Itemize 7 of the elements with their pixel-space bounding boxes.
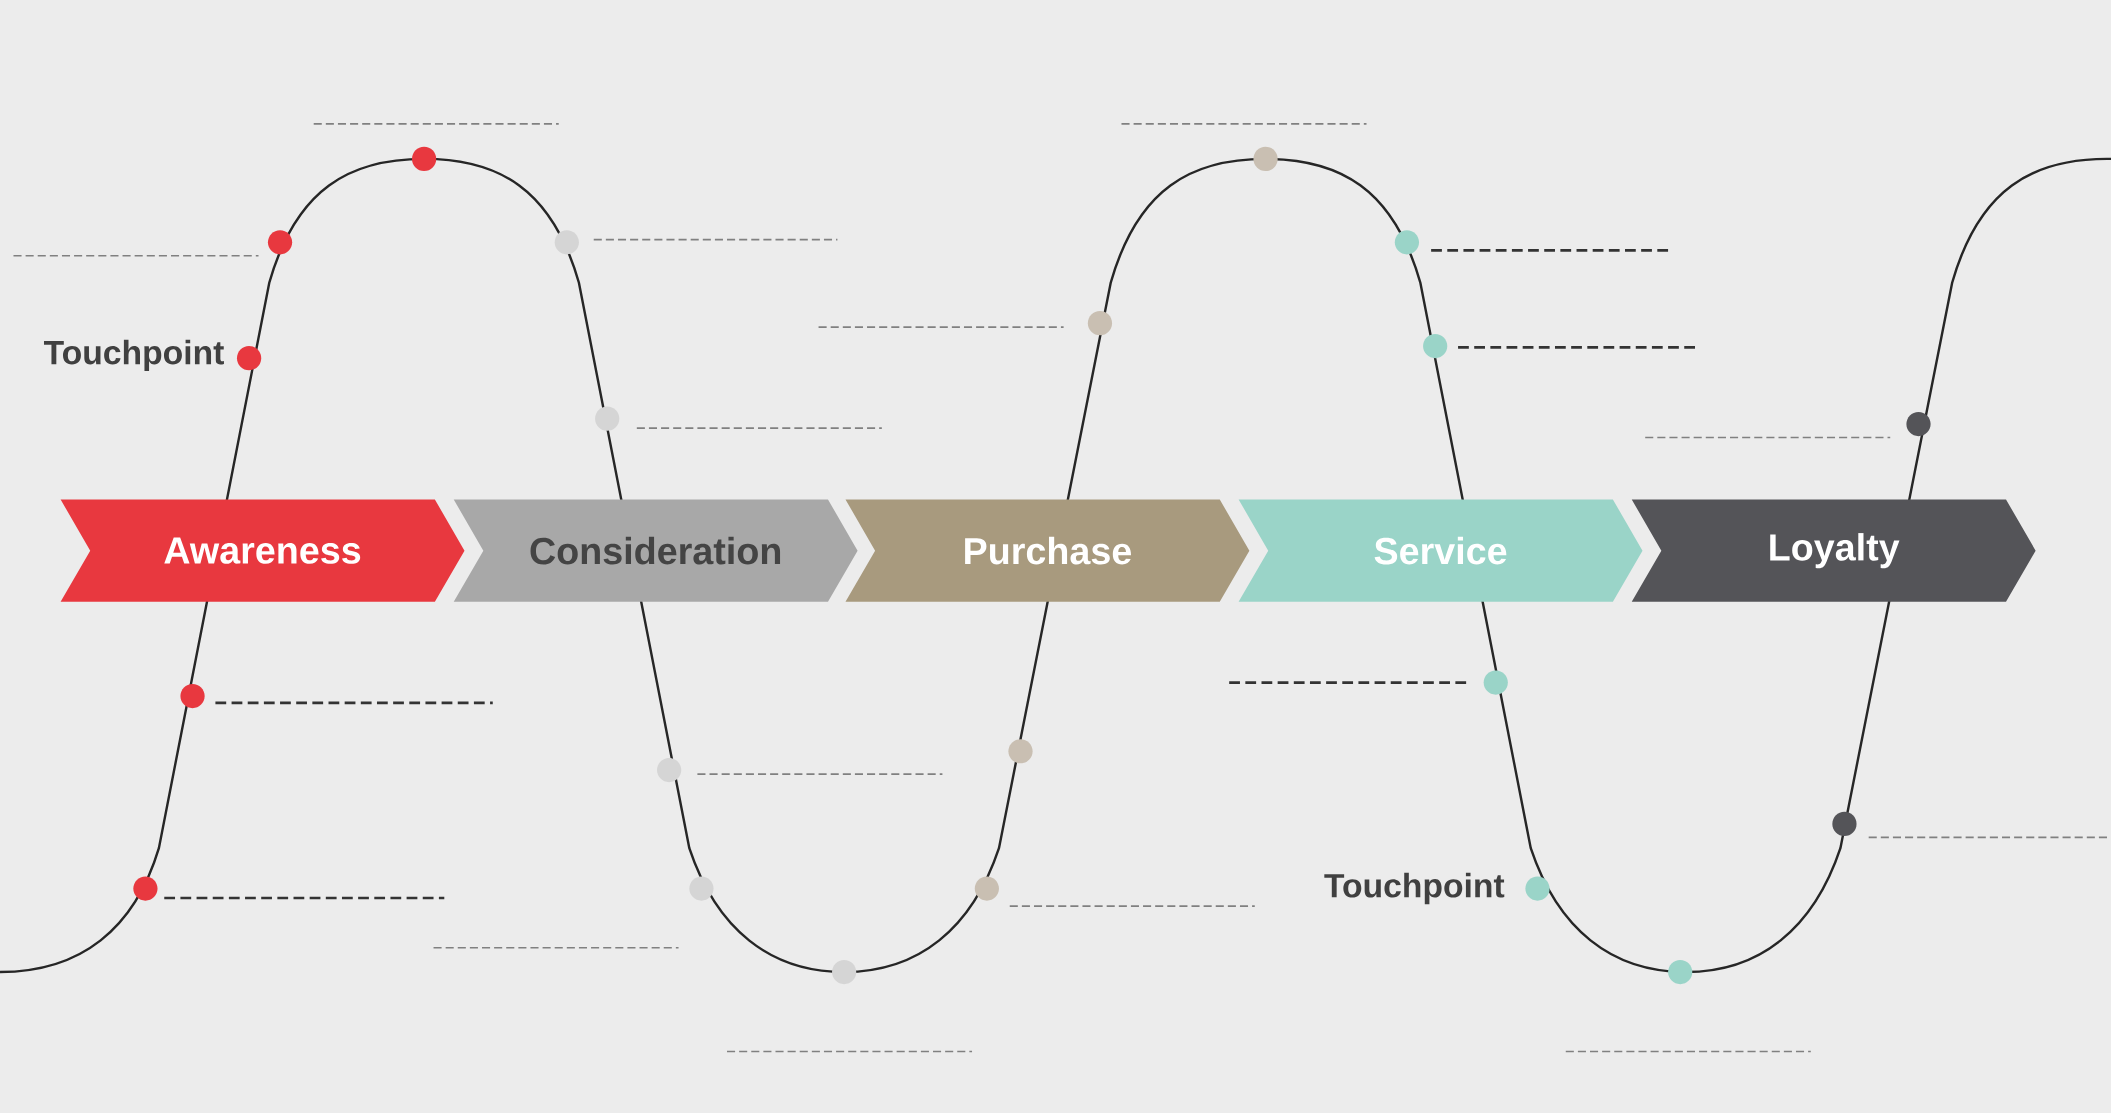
stage-banner: Service (1238, 499, 1643, 602)
stage-banner: Purchase (845, 499, 1250, 602)
stage-banner: Loyalty (1631, 499, 2036, 602)
stage-banner: Awareness (60, 499, 465, 602)
touchpoint-label: Touchpoint (44, 339, 224, 371)
stage-banner: Consideration (453, 499, 858, 602)
touchpoint-label: Touchpoint (1324, 872, 1505, 905)
